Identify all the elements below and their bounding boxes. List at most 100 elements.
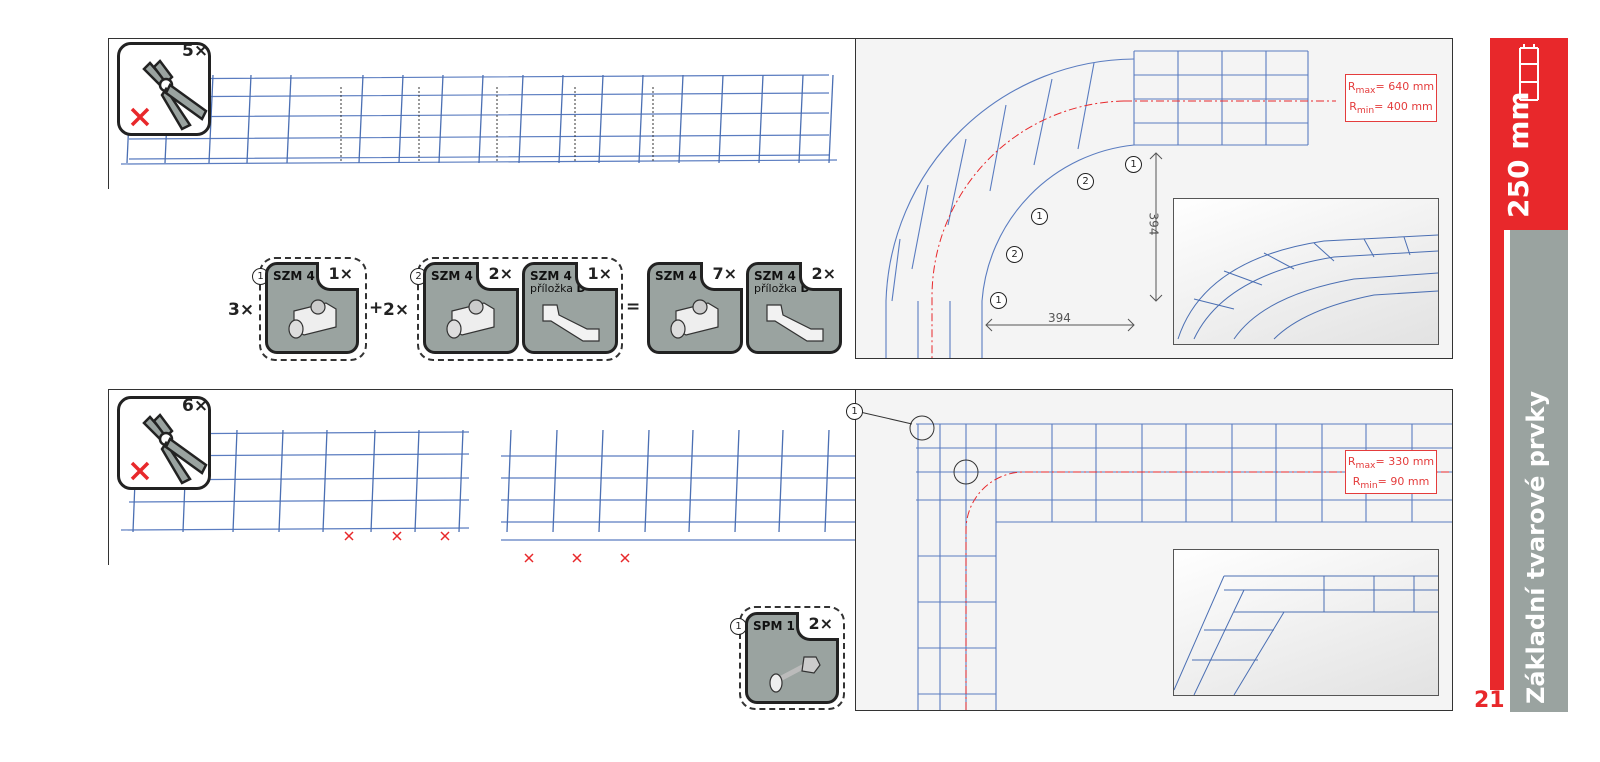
cut-mark xyxy=(344,531,354,541)
part-label: SZM 4 xyxy=(431,269,473,283)
rmin-symbol: R xyxy=(1352,475,1361,489)
tray-wire xyxy=(678,74,684,164)
dimension-vertical: 394 xyxy=(1146,212,1161,236)
part-card-szm4-plate-total: SZM 4 příložka D 2× xyxy=(746,262,842,354)
dimension-horizontal: 394 xyxy=(1048,311,1071,325)
rmax-line: Rmax= 330 mm xyxy=(1346,454,1436,474)
tray-wire xyxy=(798,74,804,164)
step2-cut-diagram xyxy=(108,389,856,565)
part-count: 2× xyxy=(799,262,842,291)
tray-wire xyxy=(688,429,694,533)
tray-wire xyxy=(598,74,604,164)
cut-count-2: 6× xyxy=(182,396,209,416)
radius-box-1: Rmax= 640 mm Rmin= 400 mm xyxy=(1345,74,1437,122)
rmin-symbol: R xyxy=(1349,100,1357,114)
tray-wire xyxy=(358,74,364,164)
cut-mark xyxy=(392,531,402,541)
plate-word: příložka xyxy=(530,282,574,295)
tray-wire xyxy=(232,429,238,533)
tray-wire xyxy=(518,74,524,164)
sidebar-section-tab: Základní tvarové prvky xyxy=(1510,230,1568,712)
bolt-cutter-card-2 xyxy=(117,396,211,490)
tray-wire xyxy=(778,429,784,533)
screw-connector-icon xyxy=(670,299,719,339)
tray-wire xyxy=(414,429,420,533)
connector-group-2 xyxy=(417,257,623,361)
bolt-cutter-icon xyxy=(142,413,208,485)
tray-wire xyxy=(824,429,830,533)
tray-wire xyxy=(734,429,740,533)
part-card-szm4-a: SZM 4 1× xyxy=(265,262,359,354)
tray-wire xyxy=(398,74,404,164)
callout-1a: 1 xyxy=(1125,156,1142,173)
red-cross-icon xyxy=(130,461,150,481)
rmin-line: Rmin= 400 mm xyxy=(1346,99,1436,119)
tray-wire xyxy=(598,429,604,533)
bend-photo-render xyxy=(1173,198,1439,345)
rmax-sub: max xyxy=(1355,85,1376,97)
radius-box-2: Rmax= 330 mm Rmin= 90 mm xyxy=(1345,450,1437,494)
cut-mark xyxy=(620,553,630,563)
rmin-line: Rmin= 90 mm xyxy=(1346,474,1436,494)
equals-sign: = xyxy=(626,297,641,317)
step1-bend-panel: 394 394 1 2 1 2 1 Rmax= 640 mm Rmin= 400… xyxy=(855,38,1453,359)
plate-connector-icon xyxy=(542,304,600,342)
part-card-szm4-b: SZM 4 2× xyxy=(423,262,519,354)
multiplier-b: 2× xyxy=(383,300,410,320)
rmax-value: = 640 mm xyxy=(1375,80,1435,93)
tray-wire xyxy=(718,74,724,164)
tray-wire xyxy=(278,429,284,533)
rmin-value: = 400 mm xyxy=(1374,100,1433,114)
cut-mark xyxy=(524,553,534,563)
plate-connector-icon xyxy=(766,304,824,342)
tray-wire xyxy=(438,74,444,164)
part-count: 1× xyxy=(575,262,618,291)
part-count: 1× xyxy=(316,262,359,291)
rmax-symbol: R xyxy=(1347,455,1356,468)
tray-wire xyxy=(552,429,558,533)
plus-a: + xyxy=(369,298,384,318)
straight-tray-wireframe xyxy=(120,74,838,165)
corner-photo-render xyxy=(1173,549,1439,696)
screw-connector-icon xyxy=(288,299,337,339)
callout-2a: 2 xyxy=(1077,173,1094,190)
callout-2b: 2 xyxy=(1006,246,1023,263)
callout-1b: 1 xyxy=(1031,208,1048,225)
sidebar-width-tab: 250 mm xyxy=(1490,38,1568,230)
plate-word: příložka xyxy=(754,282,798,295)
part-label: SZM 4 xyxy=(754,269,796,283)
corner-3d-render xyxy=(1174,575,1438,695)
part-card-szm4-total: SZM 4 7× xyxy=(647,262,743,354)
step2-bend-panel: Rmax= 330 mm Rmin= 90 mm xyxy=(855,389,1453,711)
tray-wire xyxy=(478,74,484,164)
tray-wire xyxy=(638,74,644,164)
callout-1c: 1 xyxy=(990,292,1007,309)
tray-wire xyxy=(322,429,328,533)
cut-mark xyxy=(572,553,582,563)
part-label: SZM 4 xyxy=(273,269,315,283)
part-label: SZM 4 xyxy=(655,269,697,283)
cut-count-1: 5× xyxy=(182,41,209,61)
red-cross-icon xyxy=(130,107,150,127)
tray-wire xyxy=(286,74,292,164)
bolt-cutter-card-1 xyxy=(117,42,211,136)
part-count: 2× xyxy=(476,262,519,291)
bolt-group xyxy=(739,606,845,710)
straight-tray-wireframe-2 xyxy=(120,429,856,563)
rmax-line: Rmax= 640 mm xyxy=(1346,79,1436,99)
tray-wire xyxy=(828,74,834,164)
part-card-spm1: SPM 1 2× xyxy=(745,612,839,704)
tray-wire xyxy=(370,429,376,533)
part-count: 7× xyxy=(700,262,743,291)
part-label: SZM 4 xyxy=(530,269,572,283)
rmin-value: = 90 mm xyxy=(1377,475,1430,489)
rmax-value: = 330 mm xyxy=(1375,455,1435,468)
bend-3d-render xyxy=(1177,234,1438,340)
cut-mark xyxy=(440,531,450,541)
tray-wire xyxy=(208,74,214,164)
part-label: SPM 1 xyxy=(753,619,795,633)
part-card-szm4-plate-a: SZM 4 příložka D 1× xyxy=(522,262,618,354)
rmin-sub: min xyxy=(1360,480,1378,492)
bolt-icon xyxy=(769,656,821,693)
tray-wire xyxy=(758,74,764,164)
